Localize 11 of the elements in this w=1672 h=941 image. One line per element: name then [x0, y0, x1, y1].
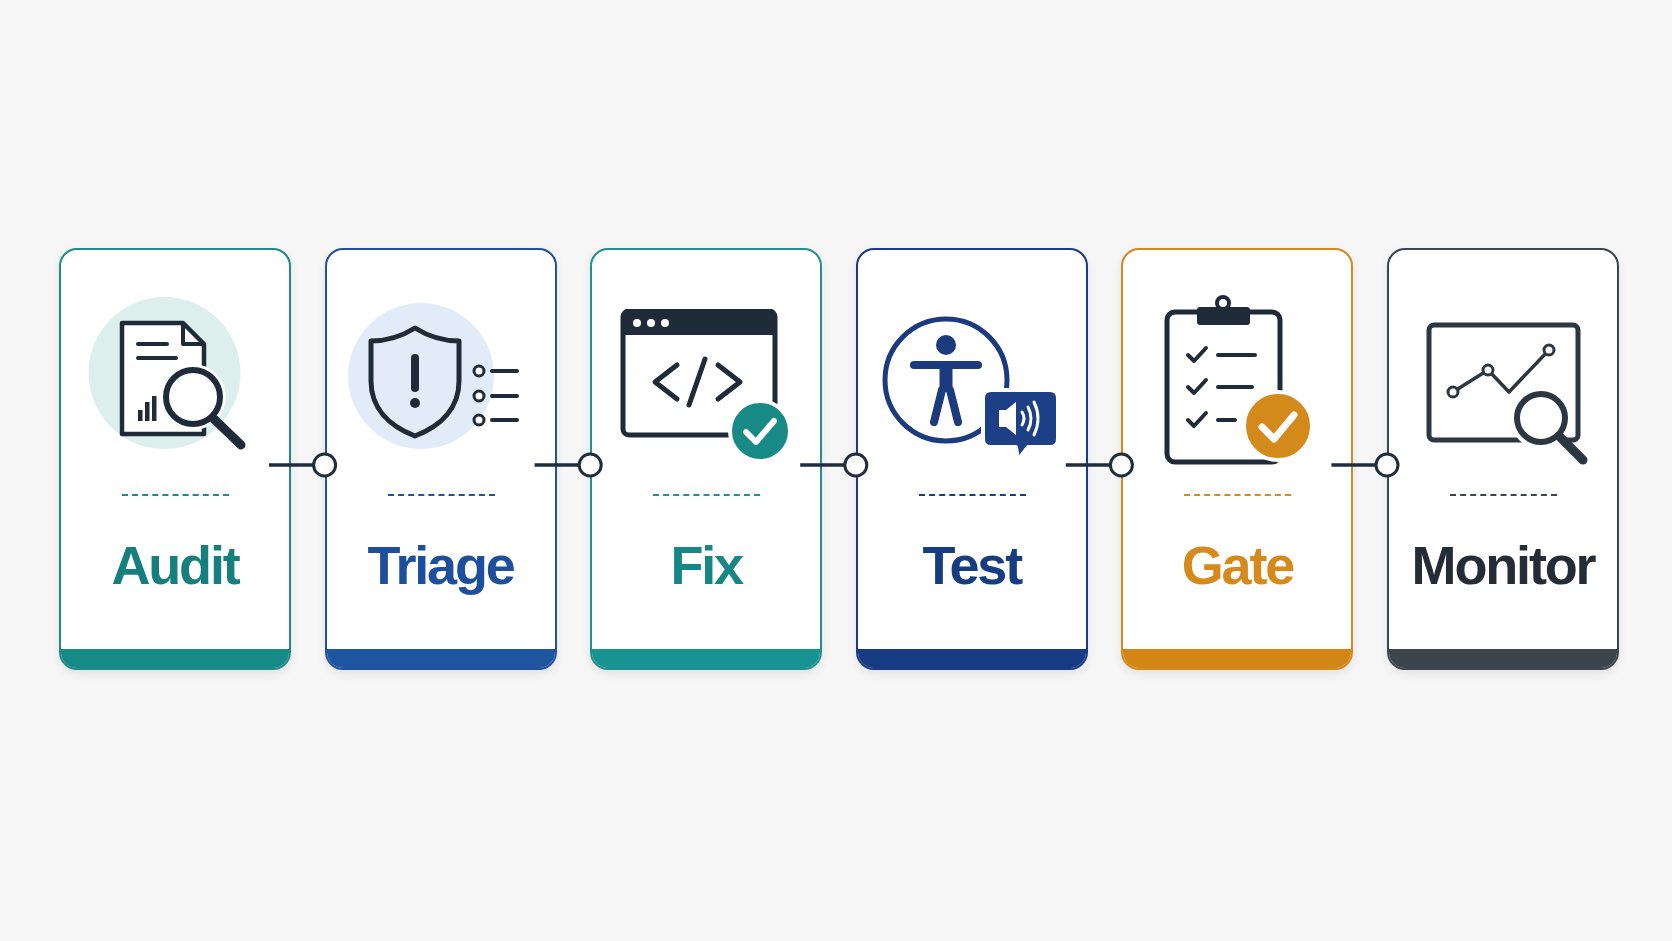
step-card — [1387, 248, 1619, 670]
step-title: Test — [922, 538, 1021, 592]
step-title: Audit — [111, 538, 239, 592]
step-card — [855, 248, 1088, 670]
step-card — [59, 248, 291, 670]
step-card — [1121, 248, 1354, 670]
step-title: Fix — [670, 538, 742, 592]
step-card — [324, 248, 557, 670]
step-title: Monitor — [1411, 538, 1595, 592]
step-card — [590, 248, 823, 670]
step-title: Gate — [1181, 538, 1294, 592]
